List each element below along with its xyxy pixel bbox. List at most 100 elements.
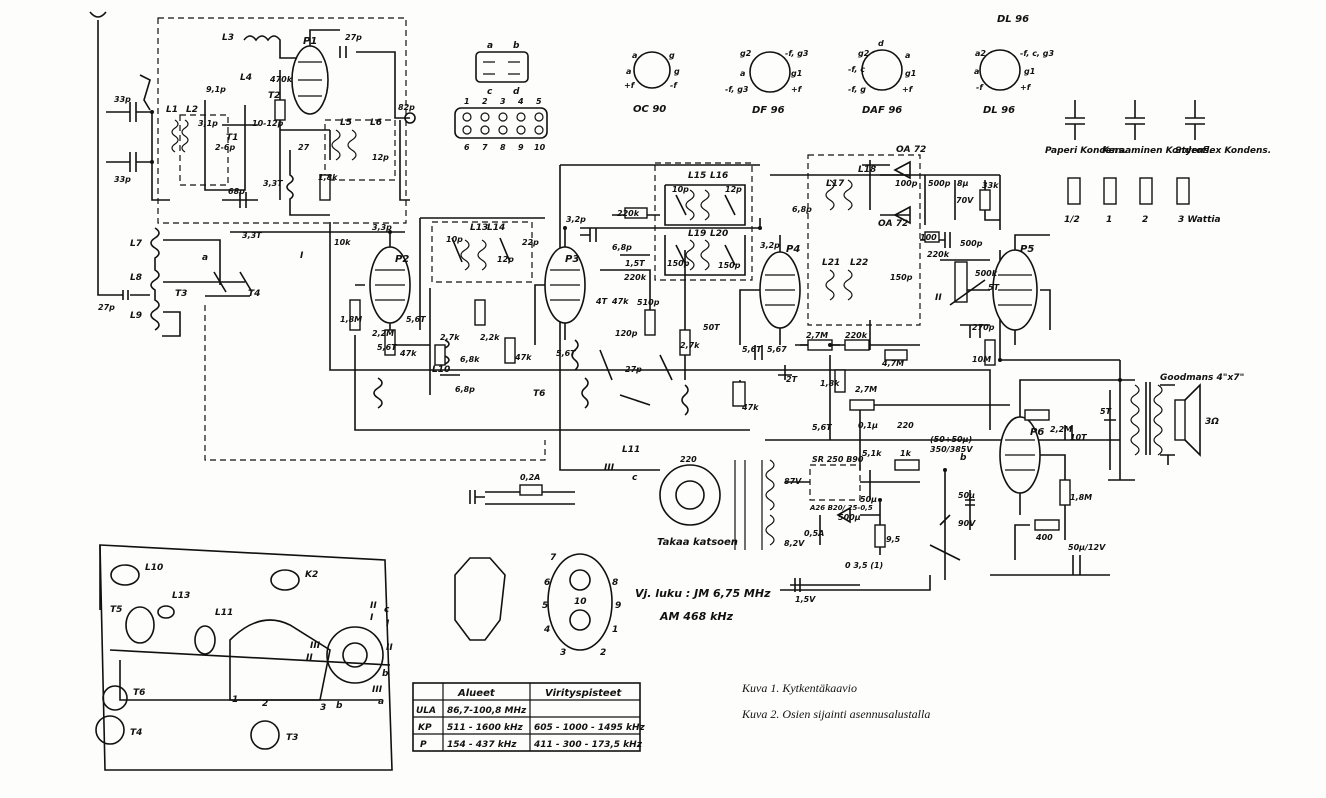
value-label: 5,67 bbox=[767, 345, 787, 354]
value-label: 10p bbox=[446, 235, 463, 244]
layout-label: II bbox=[370, 601, 377, 611]
value-label: 510p bbox=[637, 298, 660, 307]
value-label: 100 bbox=[920, 233, 937, 242]
tube-base-pin-numbers: 7 6 5 4 3 8 9 1 2 10 bbox=[542, 553, 621, 658]
coil-label: L20 bbox=[710, 229, 728, 239]
value-label: 6,8p bbox=[455, 385, 475, 394]
oc90-pin: a bbox=[632, 51, 637, 60]
value-label: 2,7M bbox=[806, 331, 828, 340]
value-label: 1,8k bbox=[820, 379, 840, 388]
value-label: 82p bbox=[398, 103, 415, 112]
switch-labels: a b c I II III bbox=[202, 251, 967, 483]
connector-letter: b bbox=[513, 41, 520, 51]
pin-number: 5 bbox=[542, 601, 548, 611]
value-label: 10p bbox=[672, 185, 689, 194]
coil-label: L4 bbox=[240, 73, 252, 83]
layout-label: 3 bbox=[320, 703, 326, 713]
pinout-oc90-label: OC 90 bbox=[633, 104, 666, 115]
figure-captions: Kuva 1. Kytkentäkaavio Kuva 2. Osien sij… bbox=[741, 681, 930, 721]
value-label: 5T bbox=[1100, 407, 1112, 416]
layout-label: 2 bbox=[262, 699, 268, 709]
value-label: 470k bbox=[269, 75, 293, 84]
value-label: 27p bbox=[625, 365, 642, 374]
tube-labels: P1 P2 P3 P4 P5 P6 bbox=[303, 36, 1044, 438]
table-points: 605 - 1000 - 1495 kHz bbox=[534, 723, 646, 733]
tube-p2-label: P2 bbox=[395, 254, 409, 265]
value-label: 150p bbox=[718, 261, 741, 270]
value-label: 2,2M bbox=[1050, 425, 1072, 434]
value-label: 6,8k bbox=[460, 355, 480, 364]
daf96-pin: g2 bbox=[858, 49, 870, 58]
legend-res-2: 2 bbox=[1142, 215, 1148, 225]
layout-label: I bbox=[386, 619, 390, 629]
speaker-impedance-label: 3Ω bbox=[1205, 417, 1219, 427]
diode-label: OA 72 bbox=[878, 219, 908, 229]
value-label: 1,5V bbox=[795, 595, 816, 604]
alignment-table: Alueet Virityspisteet ULA 86,7-100,8 MHz… bbox=[416, 688, 646, 750]
oc90-pin: a bbox=[626, 67, 631, 76]
value-label: 9,1p bbox=[206, 85, 226, 94]
power-supply bbox=[469, 459, 975, 592]
dl96-pin: g1 bbox=[1024, 67, 1035, 76]
value-label: 500p bbox=[960, 239, 983, 248]
coil-label: L10 bbox=[432, 365, 450, 375]
value-label: 27 bbox=[298, 143, 310, 152]
df96-pin: -f, g3 bbox=[725, 85, 749, 94]
layout-label: II bbox=[306, 653, 313, 663]
coil-label: L11 bbox=[622, 445, 640, 455]
value-label: 350/385V bbox=[930, 445, 973, 454]
value-label: 8μ bbox=[957, 179, 969, 188]
layout-label: L13 bbox=[172, 591, 190, 601]
value-label: 100p bbox=[895, 179, 918, 188]
value-label: 150p bbox=[667, 259, 690, 268]
value-label: 220k bbox=[624, 273, 647, 282]
df96-pin: g2 bbox=[740, 49, 752, 58]
value-label: 5,6T bbox=[406, 315, 426, 324]
coil-label: L19 bbox=[688, 229, 706, 239]
pinout-dl96-label: DL 96 bbox=[983, 105, 1015, 116]
value-label: 500p bbox=[928, 179, 951, 188]
value-label: 500k bbox=[975, 269, 998, 278]
value-label: 9,5 bbox=[886, 535, 901, 544]
value-label: 90V bbox=[958, 519, 976, 528]
value-label: 47k bbox=[741, 403, 759, 412]
layout-label: b bbox=[382, 669, 389, 679]
coil-label: L16 bbox=[710, 171, 728, 181]
pin-number: 7 bbox=[550, 553, 557, 563]
value-label: 220k bbox=[927, 250, 950, 259]
oc90-pin: -f bbox=[670, 81, 678, 90]
pinout-labels: OC 90 DF 96 DAF 96 DL 96 DL 96 a g a g +… bbox=[464, 14, 1054, 152]
layout-drawing-labels: L10 K2 T5 L13 L11 T6 T4 T3 1 2 3 II I II… bbox=[110, 563, 393, 743]
coil-label: L3 bbox=[222, 33, 234, 43]
layout-label: T6 bbox=[133, 688, 145, 698]
layout-label: L11 bbox=[215, 608, 233, 618]
parts-layout-drawing bbox=[95, 544, 393, 771]
value-label: 33k bbox=[982, 181, 999, 190]
p4-stage bbox=[732, 235, 920, 440]
terminal-number: 1 bbox=[464, 97, 470, 106]
table-header-points: Virityspisteet bbox=[545, 688, 622, 699]
terminal-number: 2 bbox=[482, 97, 488, 106]
fm-tuner-box bbox=[89, 11, 416, 296]
table-band: KP bbox=[418, 723, 432, 733]
value-label: 1,8M bbox=[340, 315, 362, 324]
pin-number: 3 bbox=[560, 648, 566, 658]
layout-label: a bbox=[378, 697, 384, 707]
value-label: 27p bbox=[98, 303, 115, 312]
switch-letter: a bbox=[202, 253, 208, 263]
value-label: 5,1k bbox=[862, 449, 882, 458]
pin-number: 8 bbox=[612, 578, 618, 588]
trimmer-label: T2 bbox=[268, 91, 280, 101]
value-label: 12p bbox=[725, 185, 742, 194]
trimmer-label: T3 bbox=[175, 289, 187, 299]
legend-paper-cap: Paperi Kondens. bbox=[1045, 146, 1127, 156]
value-label: 87V bbox=[784, 477, 802, 486]
value-label: 3,3T bbox=[242, 231, 262, 240]
terminal-number: 6 bbox=[464, 143, 470, 152]
value-label: 6,8p bbox=[612, 243, 632, 252]
df96-pin: g1 bbox=[791, 69, 802, 78]
p3-stage bbox=[534, 207, 691, 416]
value-label: 50μ/12V bbox=[1068, 543, 1106, 552]
oc90-pin: +f bbox=[624, 81, 636, 90]
